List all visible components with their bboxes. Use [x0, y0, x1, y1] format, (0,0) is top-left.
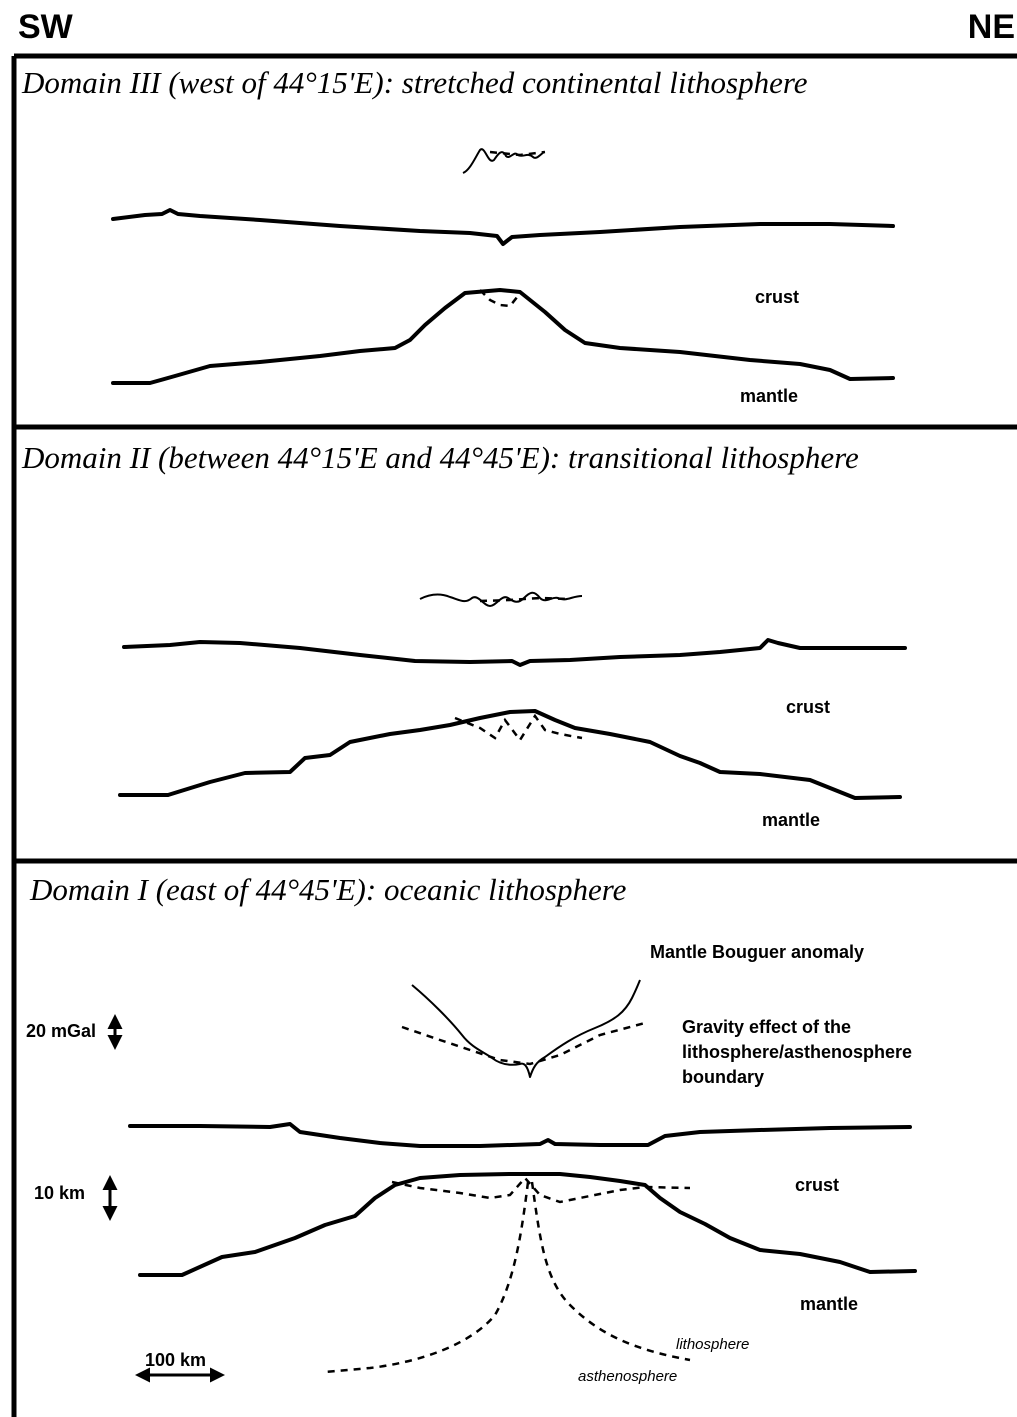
domain-ii-mantle-label: mantle	[762, 810, 820, 830]
domain-i-panel: Domain I (east of 44°45'E): oceanic lith…	[26, 872, 917, 1385]
mantle-bouguer-anomaly-curve	[411, 979, 641, 1078]
domain-iii-crust-label: crust	[755, 287, 799, 307]
domain-iii-seafloor-profile	[111, 208, 895, 246]
gravity-effect-lab-curve	[401, 1021, 646, 1066]
depth-scale-label: 10 km	[34, 1183, 85, 1203]
ne-direction-label: NE	[968, 8, 1015, 46]
panel-frame	[11, 53, 1017, 1417]
domain-i-mantle-label: mantle	[800, 1294, 858, 1314]
gravity-effect-label-line1: Gravity effect of the	[682, 1017, 851, 1037]
domain-ii-gravity-effect-curve	[479, 596, 571, 603]
domain-ii-gravity-anomaly-curve	[419, 591, 583, 607]
distance-scale-label: 100 km	[145, 1350, 206, 1370]
domain-i-moho-dashed	[391, 1176, 691, 1204]
domain-iii-gravity-effect-curve	[489, 150, 546, 157]
domain-iii-title: Domain III (west of 44°15'E): stretched …	[21, 65, 808, 100]
domain-ii-moho-dashed	[454, 713, 583, 743]
domain-ii-panel: Domain II (between 44°15'E and 44°45'E):…	[21, 440, 907, 830]
domain-ii-seafloor-profile	[122, 638, 907, 667]
domain-iii-moho-dashed	[479, 289, 519, 308]
domain-ii-title: Domain II (between 44°15'E and 44°45'E):…	[21, 440, 859, 475]
domain-ii-crust-label: crust	[786, 697, 830, 717]
domain-iii-panel: Domain III (west of 44°15'E): stretched …	[21, 65, 895, 406]
domain-i-moho-profile	[138, 1172, 917, 1277]
lithosphere-label: lithosphere	[676, 1336, 749, 1353]
lithosphere-asthenosphere-boundary-right	[530, 1181, 691, 1362]
sw-direction-label: SW	[18, 8, 74, 46]
mantle-bouguer-anomaly-label: Mantle Bouguer anomaly	[650, 942, 864, 962]
lithosphere-asthenosphere-boundary-left	[324, 1181, 530, 1374]
domain-i-title: Domain I (east of 44°45'E): oceanic lith…	[29, 872, 627, 907]
domain-ii-moho-profile	[118, 709, 902, 800]
domain-i-crust-label: crust	[795, 1175, 839, 1195]
domain-i-seafloor-profile	[128, 1122, 912, 1148]
gravity-effect-label-line2: lithosphere/asthenosphere	[682, 1042, 912, 1062]
domain-iii-mantle-label: mantle	[740, 386, 798, 406]
domain-iii-gravity-anomaly-curve	[462, 148, 545, 174]
asthenosphere-label: asthenosphere	[578, 1368, 677, 1385]
gravity-scale-label: 20 mGal	[26, 1021, 96, 1041]
gravity-effect-label-line3: boundary	[682, 1067, 764, 1087]
